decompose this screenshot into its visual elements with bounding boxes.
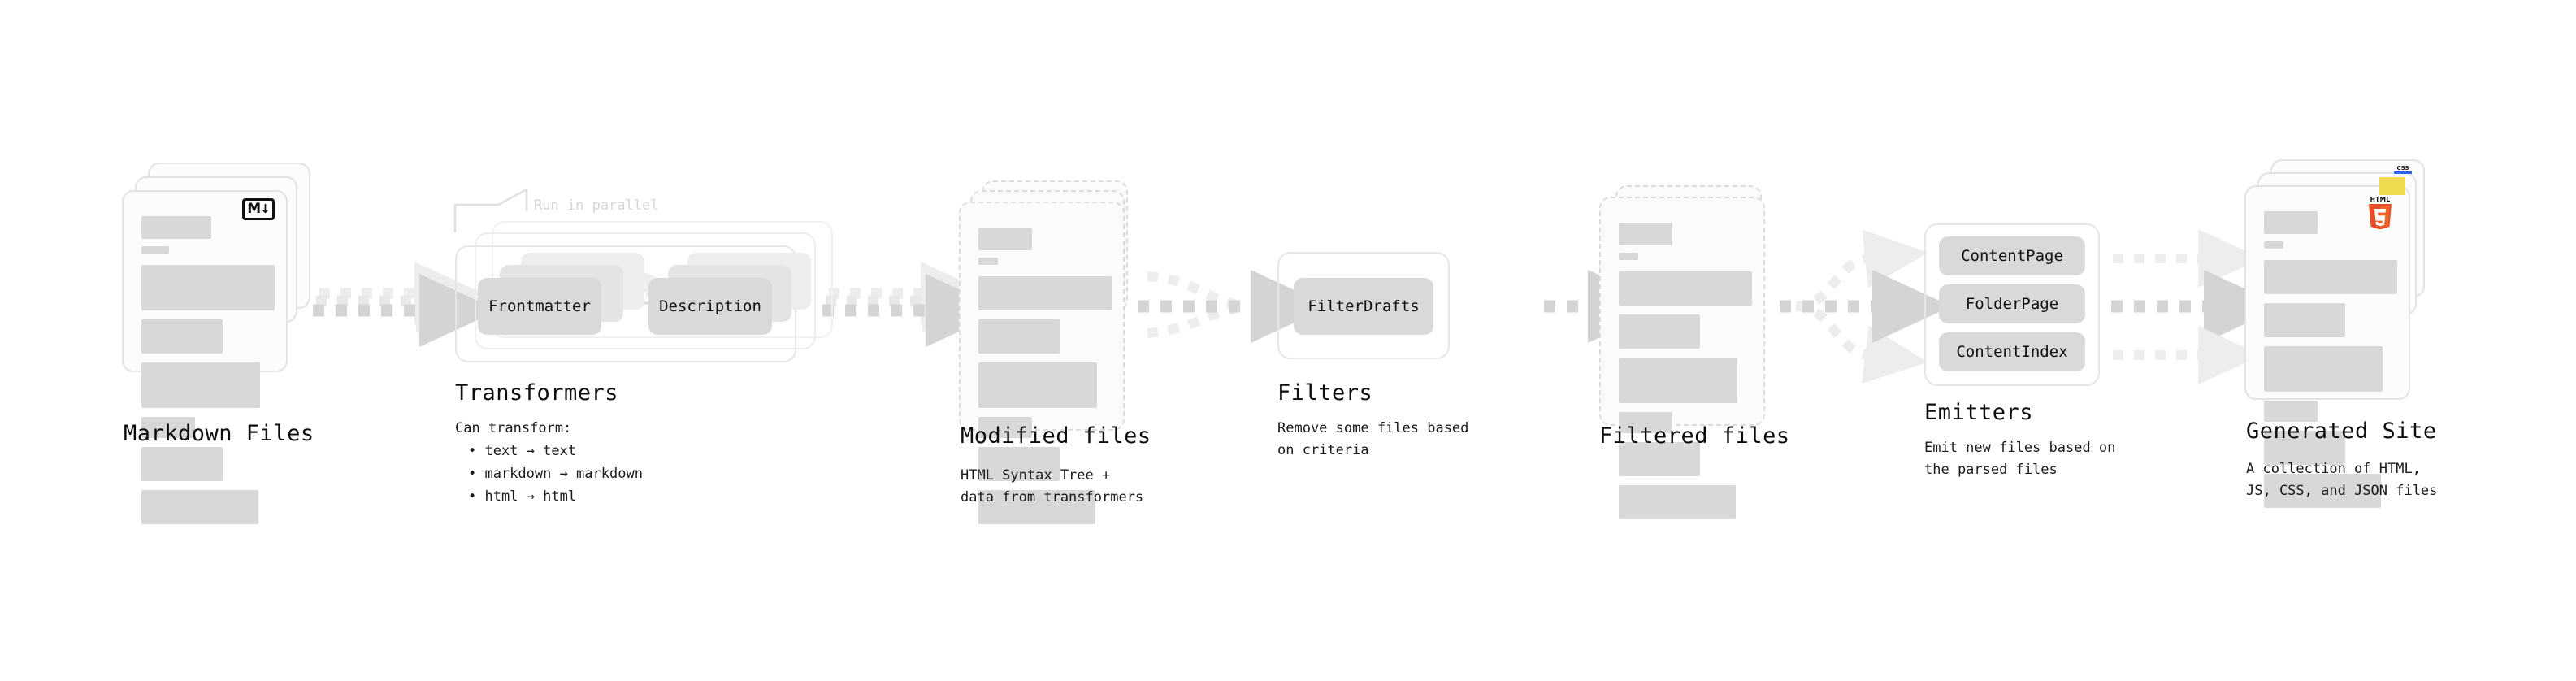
content-bar [2264,303,2345,337]
generated-card-content [2264,211,2397,517]
markdown-card-content [141,216,275,533]
connector-modified-to-filters [1138,270,1330,343]
content-bar [1619,485,1736,519]
transformer-layer-2 [475,232,816,349]
content-bar [141,417,195,438]
emitters-title: Emitters [1924,400,2034,425]
emitters-description-line2: the parsed files [1924,462,2058,478]
content-bar [141,246,169,254]
generated-site-description-line2: JS, CSS, and JSON files [2246,483,2438,499]
content-bar [978,319,1060,354]
content-bar [141,265,275,310]
markdown-icon-letter: M [247,201,261,217]
filters-title: Filters [1277,380,1373,406]
content-bar [2264,211,2318,234]
content-bar [1619,314,1700,349]
content-bar [2264,346,2383,392]
modified-files-description-line2: data from transformers [961,489,1144,505]
markdown-files-title: Markdown Files [124,421,314,446]
content-bar [1619,223,1672,245]
content-bar [1619,442,1700,476]
modified-files-description-line1: HTML Syntax Tree + [961,467,1111,484]
folderpage-node[interactable]: FolderPage [1939,284,2085,323]
emitters-group-box [1924,223,2100,386]
connector-filtered-to-emitters [1780,229,1952,384]
transformers-bullet-1: • text → text [468,443,577,459]
content-bar [978,447,1060,481]
content-bar [978,490,1095,524]
modified-files-title: Modified files [961,423,1151,449]
frontmatter-node[interactable]: Frontmatter [478,278,601,335]
content-bar [141,362,260,408]
generated-site-title: Generated Site [2246,419,2437,444]
run-in-parallel-label: Run in parallel [534,197,659,214]
svg-text:HTML: HTML [2370,196,2391,203]
content-bar [978,276,1112,310]
content-bar [1619,253,1638,260]
html5-icon-glyph: HTML [2369,196,2392,230]
content-bar [1619,358,1737,403]
content-bar [141,447,223,481]
contentpage-node[interactable]: ContentPage [1939,236,2085,275]
content-bar [978,362,1097,408]
filtered-card-content [1619,223,1752,528]
content-bar [2264,401,2318,422]
generated-site-description-line1: A collection of HTML, [2246,461,2421,477]
css3-icon: CSS [2392,163,2413,176]
content-bar [2264,474,2381,508]
content-bar [141,490,258,524]
transformers-bullet-2: • markdown → markdown [468,466,643,482]
markdown-icon: M↓ [242,198,275,220]
filters-description-line2: on criteria [1277,442,1369,458]
content-bar [2264,260,2397,294]
content-bar [978,417,1032,438]
filters-group-box [1277,252,1450,359]
content-bar [1619,412,1672,433]
connector-markdown-to-transformers [313,262,499,347]
javascript-icon [2379,177,2405,195]
content-bar [141,319,223,354]
html5-icon: HTML [2366,195,2394,230]
content-bar [978,258,998,265]
connector-emitters-to-generated [2111,229,2283,384]
content-bar [978,228,1032,250]
connector-transformers-to-modified [822,262,1005,347]
svg-text:CSS: CSS [2396,165,2409,171]
filtered-card-front [1599,197,1765,519]
modified-card-content [978,228,1112,533]
markdown-card-front [122,190,288,524]
description-node[interactable]: Description [648,278,772,335]
transformers-bullet-3: • html → html [468,488,577,505]
transformers-title: Transformers [455,380,619,406]
content-bar [2264,241,2283,249]
modified-card-front [959,202,1125,524]
content-bar [2264,431,2345,465]
content-bar [141,216,211,239]
filtered-files-title: Filtered files [1599,423,1790,449]
css3-icon-glyph: CSS [2394,165,2412,174]
emitters-description-line1: Emit new files based on [1924,440,2116,456]
filters-description-line1: Remove some files based [1277,420,1469,436]
transformers-description-intro: Can transform: [455,420,572,436]
contentindex-node[interactable]: ContentIndex [1939,332,2085,371]
filterdrafts-node[interactable]: FilterDrafts [1294,278,1433,335]
content-bar [1619,271,1752,306]
